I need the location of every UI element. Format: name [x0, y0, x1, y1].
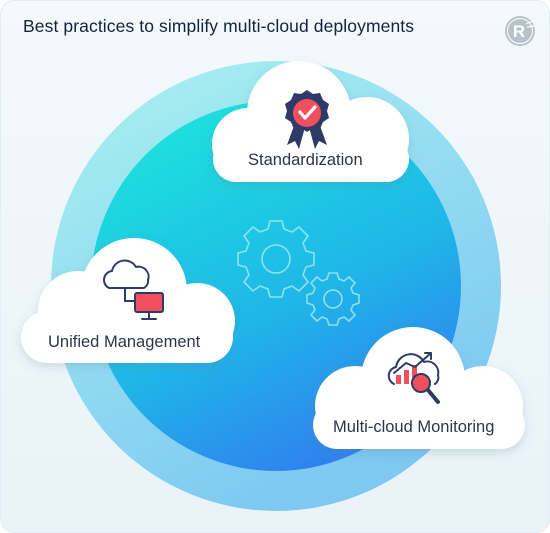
gears-icon: [237, 220, 360, 326]
brand-logo: R: [505, 16, 535, 46]
page-title: Best practices to simplify multi-cloud d…: [23, 16, 415, 36]
label-unified-management: Unified Management: [48, 333, 201, 351]
svg-text:R: R: [513, 22, 525, 41]
award-ribbon-icon: [285, 90, 329, 149]
cloud-multicloud-monitoring: [313, 327, 525, 449]
cloud-analytics-icon: [387, 352, 440, 404]
label-standardization: Standardization: [248, 151, 363, 169]
cloud-monitor-icon: [103, 259, 164, 320]
label-multicloud-monitoring: Multi-cloud Monitoring: [333, 418, 495, 436]
cloud-unified-management: [21, 238, 235, 363]
